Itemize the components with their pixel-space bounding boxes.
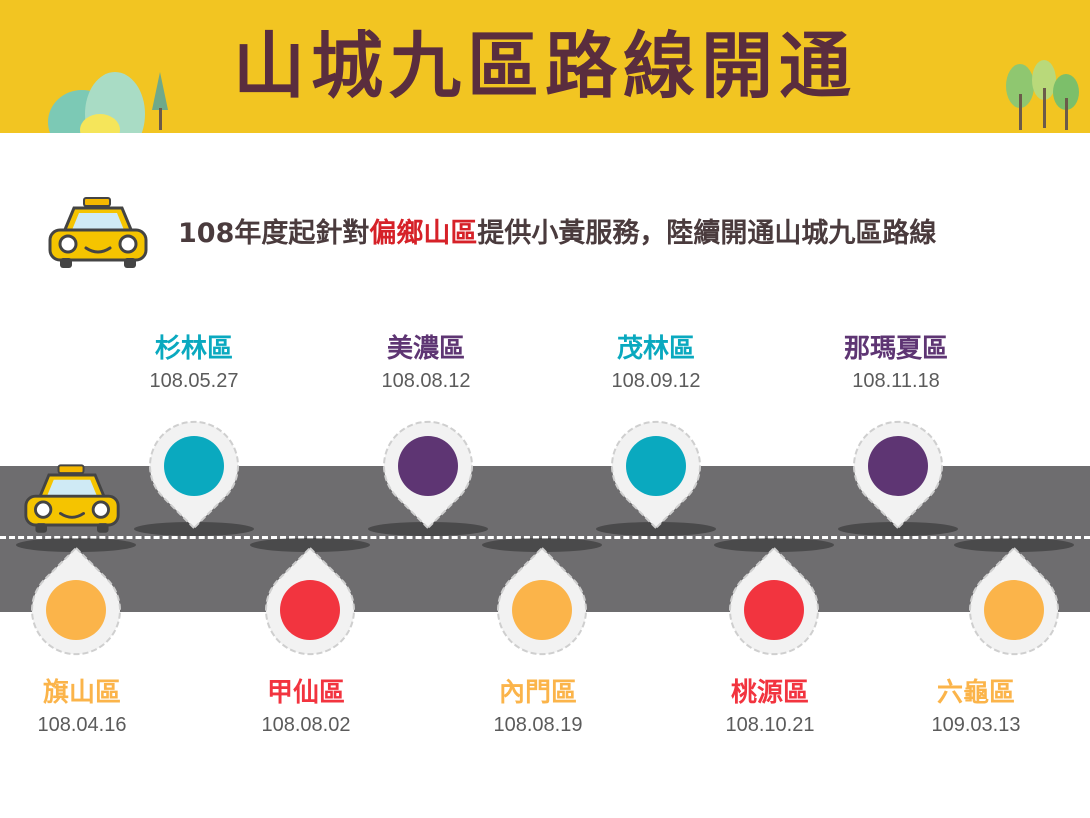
open-date: 108.09.12 bbox=[611, 370, 701, 392]
stop-label-bottom: 旗山區 108.04.16 bbox=[0, 676, 192, 740]
pin-shadow bbox=[368, 522, 488, 536]
pin-shadow bbox=[714, 538, 834, 552]
map-pin-icon bbox=[31, 546, 121, 656]
stop-label-top: 美濃區 108.08.12 bbox=[316, 332, 536, 396]
stop-label-top: 茂林區 108.09.12 bbox=[546, 332, 766, 396]
district-name: 杉林區 bbox=[154, 334, 233, 364]
page-title: 山城九區路線開通 bbox=[232, 24, 857, 108]
district-name: 六龜區 bbox=[936, 678, 1015, 708]
open-date: 108.10.21 bbox=[725, 714, 815, 736]
map-pin-icon bbox=[265, 546, 355, 656]
stop-label-top: 杉林區 108.05.27 bbox=[84, 332, 304, 396]
intro-text-after: 提供小黃服務，陸續開通山城九區路線 bbox=[477, 218, 937, 249]
pin-shadow bbox=[250, 538, 370, 552]
pin-shadow bbox=[838, 522, 958, 536]
map-pin-icon bbox=[149, 420, 239, 530]
district-name: 美濃區 bbox=[386, 334, 465, 364]
map-pin-icon bbox=[969, 546, 1059, 656]
map-pin-icon bbox=[853, 420, 943, 530]
open-date: 108.08.12 bbox=[381, 370, 471, 392]
map-pin-icon bbox=[383, 420, 473, 530]
taxi-icon bbox=[48, 197, 148, 268]
pin-shadow bbox=[954, 538, 1074, 552]
district-name: 那瑪夏區 bbox=[843, 334, 948, 364]
stop-label-bottom: 甲仙區 108.08.02 bbox=[196, 676, 416, 740]
open-date: 108.11.18 bbox=[852, 370, 940, 392]
map-pin-icon bbox=[611, 420, 701, 530]
pin-shadow bbox=[596, 522, 716, 536]
pin-shadow bbox=[482, 538, 602, 552]
district-name: 旗山區 bbox=[42, 678, 121, 708]
open-date: 108.08.02 bbox=[261, 714, 351, 736]
stop-label-bottom: 內門區 108.08.19 bbox=[428, 676, 648, 740]
intro-text-before: 108年度起針對 bbox=[178, 218, 370, 249]
district-name: 桃源區 bbox=[730, 678, 809, 708]
road-center-line bbox=[0, 536, 1090, 539]
open-date: 108.08.19 bbox=[493, 714, 583, 736]
district-name: 甲仙區 bbox=[266, 678, 345, 708]
header-banner: 山城九區路線開通 bbox=[0, 0, 1090, 133]
pin-shadow bbox=[16, 538, 136, 552]
open-date: 109.03.13 bbox=[931, 714, 1021, 736]
district-name: 茂林區 bbox=[616, 334, 695, 364]
stop-label-top: 那瑪夏區 108.11.18 bbox=[786, 332, 1006, 396]
hills-icon bbox=[48, 72, 168, 133]
open-date: 108.04.16 bbox=[37, 714, 127, 736]
taxi-icon bbox=[24, 464, 120, 533]
intro-text: 108年度起針對偏鄉山區提供小黃服務，陸續開通山城九區路線 bbox=[178, 212, 936, 256]
stop-label-bottom: 六龜區 109.03.13 bbox=[866, 676, 1086, 740]
pin-shadow bbox=[134, 522, 254, 536]
map-pin-icon bbox=[497, 546, 587, 656]
trees-icon bbox=[1006, 60, 1079, 130]
open-date: 108.05.27 bbox=[149, 370, 239, 392]
intro-highlight: 偏鄉山區 bbox=[369, 218, 478, 249]
map-pin-icon bbox=[729, 546, 819, 656]
district-name: 內門區 bbox=[498, 678, 577, 708]
stop-label-bottom: 桃源區 108.10.21 bbox=[660, 676, 880, 740]
